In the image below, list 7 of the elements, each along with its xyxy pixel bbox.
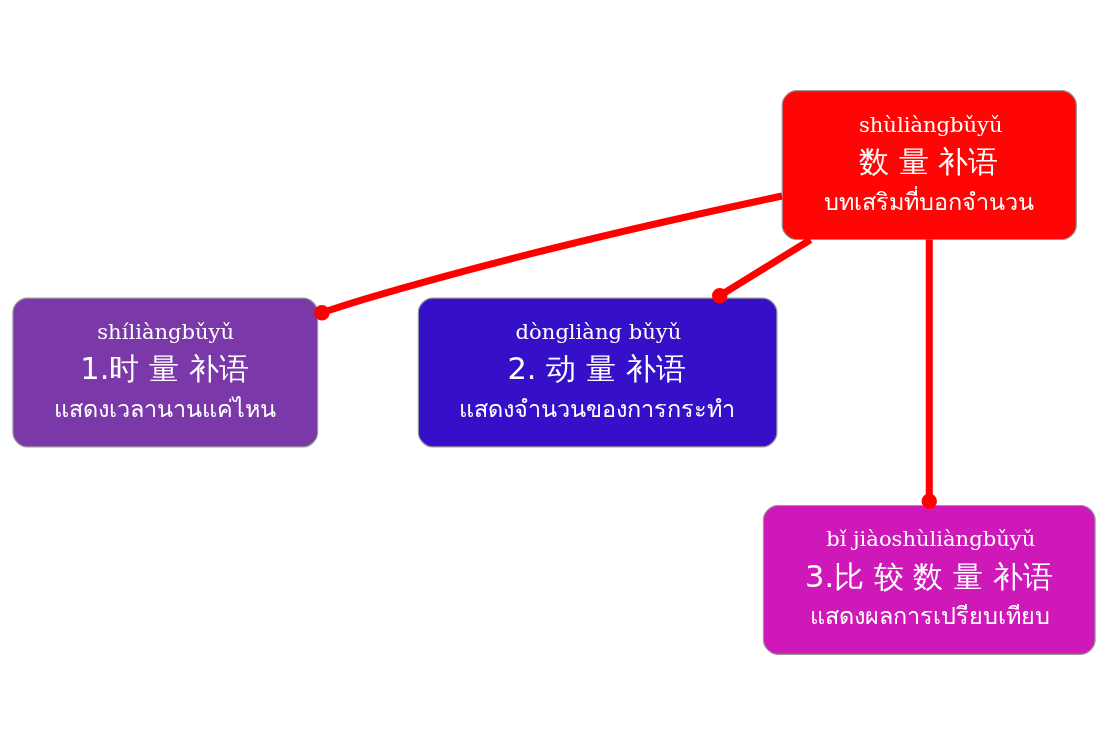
node-box: bǐ jiàoshùliàngbǔyǔ 3.比 较 数 量 补语 แสดงผลการเปรียบเทียบ	[762, 504, 1096, 655]
connector	[712, 236, 813, 304]
node-box: dòngliàng bǔyǔ 2. 动 量 补语 แสดงจำนวนของการกระทำ	[417, 297, 778, 447]
connector	[314, 192, 783, 320]
node-box: shíliàngbǔyǔ 1.时 量 补语 แสดงเวลานานแค่ไหน	[12, 297, 319, 447]
connector	[921, 239, 937, 509]
node-box: shùliàngbǔyǔ 数 量 补语 บทเสริมที่บอกจำนวน	[781, 89, 1077, 240]
